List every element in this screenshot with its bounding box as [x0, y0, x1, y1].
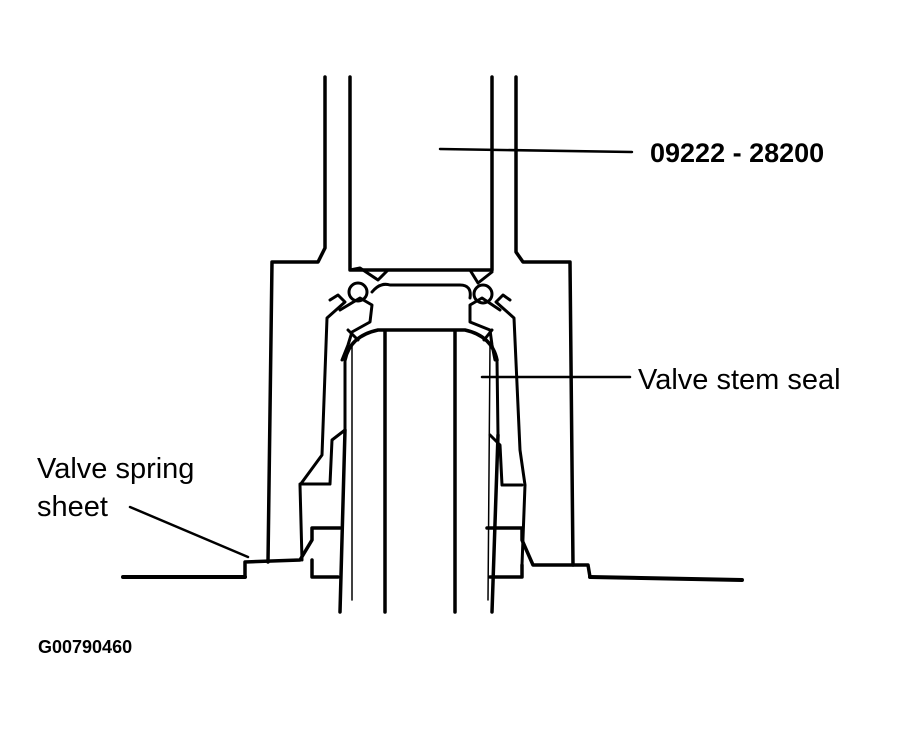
leader-line-spring-sheet	[128, 505, 250, 559]
valve-stem	[338, 328, 500, 614]
garter-spring-right	[472, 283, 494, 305]
valve-spring-sheet-label-line2: sheet	[37, 491, 108, 523]
valve-stem-seal	[338, 266, 502, 437]
valve-spring-sheet-label: Valve spring sheet	[37, 450, 194, 526]
cylinder-head-surface	[121, 575, 744, 582]
installer-tool-shoulders	[298, 428, 524, 487]
valve-spring-sheet	[243, 526, 592, 579]
valve-spring-sheet-label-line1: Valve spring	[37, 453, 195, 485]
valve-stem-edge-hatch	[351, 344, 491, 601]
leader-line-tool	[438, 147, 634, 154]
tool-part-number-label: 09222 - 28200	[650, 138, 825, 168]
garter-spring-left	[347, 281, 369, 303]
valve-stem-seal-label: Valve stem seal	[638, 364, 841, 396]
figure-code: G00790460	[38, 637, 133, 657]
